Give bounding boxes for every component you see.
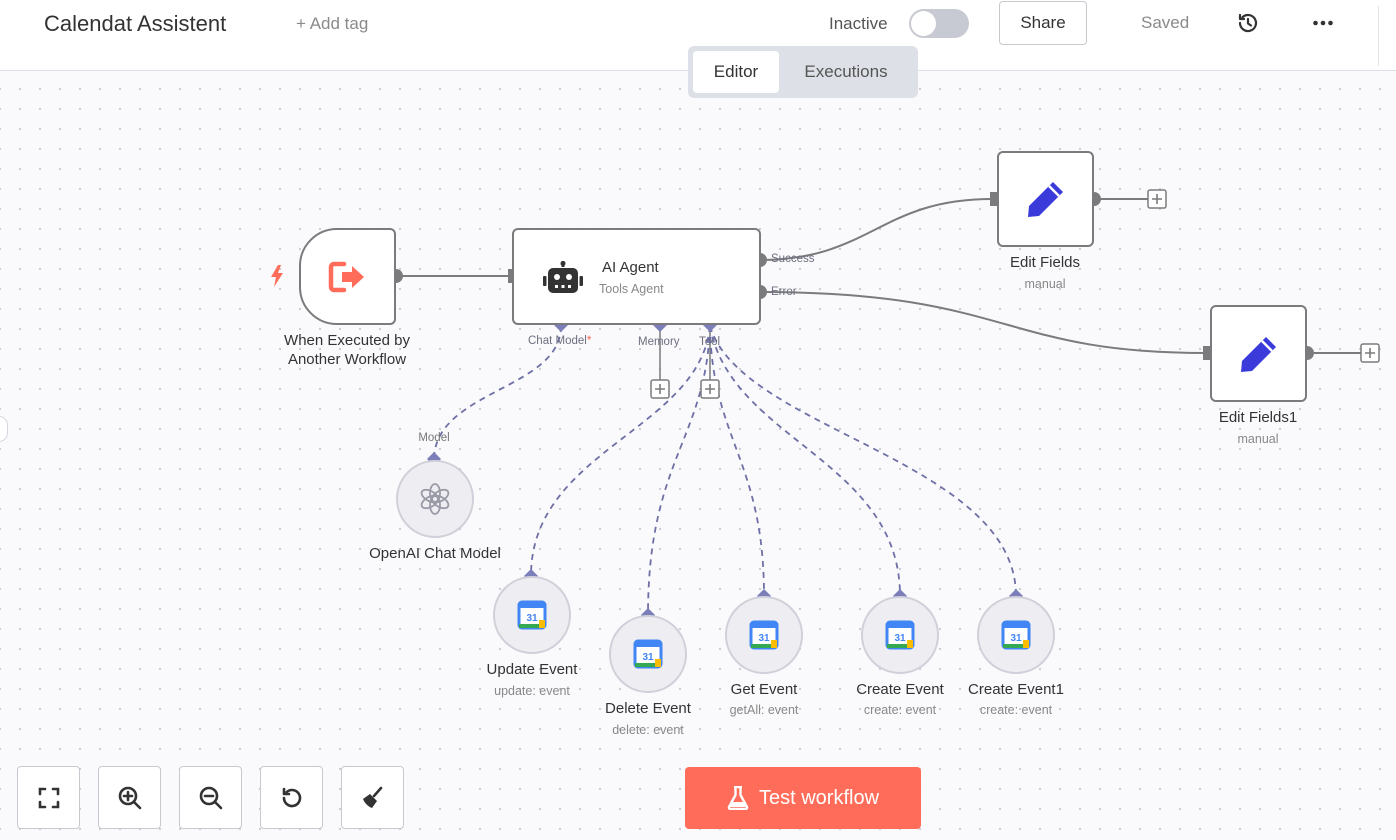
google-calendar-icon: 31	[633, 639, 663, 669]
node-create-event[interactable]: 31	[861, 596, 939, 674]
pencil-icon	[1027, 182, 1063, 217]
robot-icon	[543, 261, 583, 293]
zoom-out-button[interactable]	[179, 766, 242, 829]
delete-event-title: Delete Event	[605, 700, 691, 717]
openai-icon	[420, 483, 450, 515]
zoom-out-icon	[199, 786, 222, 809]
agent-error-label: Error	[771, 286, 797, 298]
node-ai-agent[interactable]: AI Agent Tools Agent	[512, 228, 761, 325]
mode-switch: Editor Executions	[688, 46, 918, 98]
more-options-icon[interactable]	[1311, 11, 1335, 35]
add-tag-button[interactable]: + Add tag	[296, 14, 369, 33]
update-event-subtitle: update: event	[494, 684, 570, 698]
trigger-title-line2: Another Workflow	[287, 351, 407, 368]
reset-zoom-button[interactable]	[260, 766, 323, 829]
workflow-canvas[interactable]	[0, 71, 1396, 840]
node-create-event1[interactable]: 31	[977, 596, 1055, 674]
get-event-title: Get Event	[730, 681, 798, 698]
google-calendar-icon: 31	[885, 620, 915, 650]
node-openai-chat-model[interactable]	[396, 460, 474, 538]
google-calendar-icon: 31	[517, 600, 547, 630]
svg-text:31: 31	[642, 652, 654, 663]
create-event-subtitle: create: event	[863, 703, 937, 717]
zoom-in-icon	[118, 786, 141, 809]
get-event-subtitle: getAll: event	[729, 703, 799, 717]
svg-text:31: 31	[894, 633, 906, 644]
lightning-icon	[271, 265, 283, 287]
reset-zoom-icon	[282, 787, 301, 807]
delete-event-subtitle: delete: event	[612, 723, 684, 737]
toggle-knob	[911, 11, 936, 36]
scrollbar[interactable]	[1378, 6, 1395, 66]
update-event-title: Update Event	[486, 661, 578, 678]
edit-fields-subtitle: manual	[1024, 277, 1066, 291]
fit-view-icon	[38, 787, 59, 808]
openai-model-label: Model	[418, 432, 450, 444]
flask-icon	[727, 786, 749, 810]
node-edit-fields1[interactable]	[1210, 305, 1307, 402]
saved-status: Saved	[1141, 13, 1190, 32]
google-calendar-icon: 31	[1001, 620, 1031, 650]
tidy-up-button[interactable]	[341, 766, 404, 829]
node-update-event[interactable]: 31	[493, 576, 571, 654]
agent-memory-label: Memory	[638, 336, 680, 348]
create-event-title: Create Event	[856, 681, 944, 698]
node-delete-event[interactable]: 31	[609, 615, 687, 693]
active-toggle[interactable]	[909, 9, 969, 38]
tab-executions[interactable]: Executions	[804, 62, 888, 81]
workflow-title[interactable]: Calendat Assistent	[44, 11, 227, 36]
active-status-label: Inactive	[829, 14, 888, 33]
svg-text:31: 31	[758, 633, 770, 644]
trigger-title-line1: When Executed by	[284, 332, 410, 349]
edit-fields-title: Edit Fields	[1009, 254, 1081, 271]
agent-subtitle: Tools Agent	[599, 282, 664, 296]
test-workflow-label: Test workflow	[758, 786, 880, 809]
broom-icon	[362, 786, 382, 808]
tab-editor[interactable]: Editor	[693, 51, 779, 93]
create-event1-title: Create Event1	[968, 681, 1064, 698]
test-workflow-button[interactable]: Test workflow	[685, 767, 921, 829]
agent-tool-label: Tool	[699, 336, 721, 348]
pencil-icon	[1240, 336, 1276, 372]
zoom-in-button[interactable]	[98, 766, 161, 829]
edit-fields1-subtitle: manual	[1237, 432, 1279, 446]
fit-view-button[interactable]	[17, 766, 80, 829]
create-event1-subtitle: create: event	[979, 703, 1053, 717]
sign-out-icon	[328, 261, 364, 292]
openai-title: OpenAI Chat Model	[369, 545, 501, 562]
share-button[interactable]: Share	[999, 1, 1087, 45]
node-edit-fields[interactable]	[997, 151, 1094, 247]
node-trigger[interactable]	[299, 228, 396, 325]
agent-title: AI Agent	[602, 259, 659, 276]
svg-text:31: 31	[1010, 633, 1022, 644]
edit-fields1-title: Edit Fields1	[1218, 409, 1298, 426]
history-icon[interactable]	[1236, 11, 1260, 35]
svg-text:31: 31	[526, 613, 538, 624]
google-calendar-icon: 31	[749, 620, 779, 650]
node-get-event[interactable]: 31	[725, 596, 803, 674]
agent-chat-model-label: Chat Model*	[528, 335, 592, 347]
agent-success-label: Success	[771, 253, 815, 265]
